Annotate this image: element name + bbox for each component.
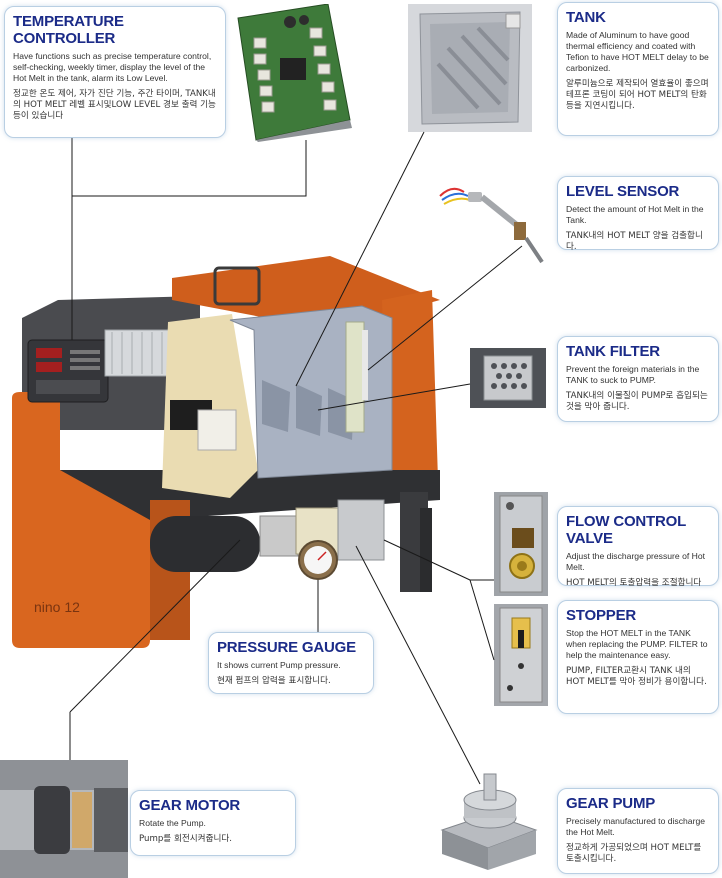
callout-description-en: Adjust the discharge pressure of Hot Mel… — [566, 551, 706, 572]
callout-description-en: Rotate the Pump. — [139, 818, 206, 828]
callout-title: PRESSURE GAUGE — [217, 639, 356, 656]
leader-gear-pump — [355, 545, 481, 785]
leader-gear-motor — [69, 539, 241, 713]
callout-title: TANK FILTER — [566, 343, 660, 360]
gear-motor-body — [150, 516, 260, 572]
leader-temperature-controller — [71, 138, 307, 197]
callout-tank: TANK Made of Aluminum to have good therm… — [557, 2, 719, 136]
callout-description-ko: Pump를 회전시켜줍니다. — [139, 834, 233, 844]
machine-left-body — [12, 392, 150, 648]
leader-level-sensor — [367, 245, 523, 371]
tank-filter-photo — [470, 348, 546, 408]
callout-description-en: Prevent the foreign materials in the TAN… — [566, 364, 700, 385]
callout-stopper: STOPPER Stop the HOT MELT in the TANK wh… — [557, 600, 719, 714]
callout-gear-motor: GEAR MOTOR Rotate the Pump. Pump를 회전시켜줍니… — [130, 790, 296, 856]
callout-title: TANK — [566, 9, 606, 26]
flow-control-valve-photo — [494, 492, 548, 596]
callout-description-en: Have functions such as precise temperatu… — [13, 51, 212, 83]
model-label: nino 12 — [34, 599, 80, 615]
gear-motor-photo — [0, 760, 128, 878]
level-sensor-photo — [439, 187, 544, 264]
callout-description-ko: TANK내의 이물질이 PUMP로 흡입되는것을 막아 줍니다. — [566, 391, 708, 412]
leader-tank — [295, 131, 425, 387]
callout-description-en: Made of Aluminum to have good thermal ef… — [566, 30, 709, 73]
callout-description-ko: HOT MELT의 토출압력을 조절합니다 — [566, 578, 702, 588]
callout-pressure-gauge: PRESSURE GAUGE It shows current Pump pre… — [208, 632, 374, 694]
callout-description-en: Precisely manufactured to discharge the … — [566, 816, 706, 837]
callout-description-ko: 정교한 온도 제어, 자가 진단 기능, 주간 타이머, TANK내의 HOT … — [13, 89, 216, 121]
callout-description-en: Detect the amount of Hot Melt in the Tan… — [566, 204, 704, 225]
callout-title: FLOW CONTROL VALVE — [566, 513, 686, 547]
callout-title: TEMPERATURE CONTROLLER — [13, 13, 124, 47]
callout-level-sensor: LEVEL SENSOR Detect the amount of Hot Me… — [557, 176, 719, 252]
callout-description-ko: 현재 펌프의 압력을 표시합니다. — [217, 676, 331, 686]
machine-right-side — [382, 290, 438, 488]
callout-tank-filter: TANK FILTER Prevent the foreign material… — [557, 336, 719, 422]
callout-description-en: Stop the HOT MELT in the TANK when repla… — [566, 628, 708, 660]
callout-description-ko: PUMP, FILTER교환시 TANK 내의 HOT MELT를 막아 정비가… — [566, 666, 707, 687]
callout-description-ko: 정교하게 가공되었으며 HOT MELT를 토출시킵니다. — [566, 843, 702, 864]
tank-photo — [408, 4, 532, 132]
callout-description-en: It shows current Pump pressure. — [217, 660, 341, 670]
leader-stopper — [469, 579, 495, 661]
callout-description-ko: 알루미늄으로 제작되어 열효율이 좋으며 테프론 코팅이 되어 HOT MELT… — [566, 79, 709, 111]
callout-title: GEAR MOTOR — [139, 797, 241, 814]
callout-title: GEAR PUMP — [566, 795, 656, 812]
leader-tank-filter — [317, 383, 471, 411]
valve-manifold — [337, 499, 385, 561]
leader-flow-control-valve — [383, 539, 471, 581]
callout-description-ko: TANK내의 HOT MELT 양을 검출합니다. — [566, 231, 703, 252]
stopper-photo — [494, 604, 548, 706]
callout-gear-pump: GEAR PUMP Precisely manufactured to disc… — [557, 788, 719, 874]
gear-pump-photo — [440, 773, 538, 870]
lid-handle — [213, 266, 261, 306]
callout-flow-control-valve: FLOW CONTROL VALVE Adjust the discharge … — [557, 506, 719, 588]
callout-title: STOPPER — [566, 607, 637, 624]
controller-board-photo — [237, 4, 352, 142]
callout-temperature-controller: TEMPERATURE CONTROLLER Have functions su… — [4, 6, 226, 138]
callout-title: LEVEL SENSOR — [566, 183, 680, 200]
